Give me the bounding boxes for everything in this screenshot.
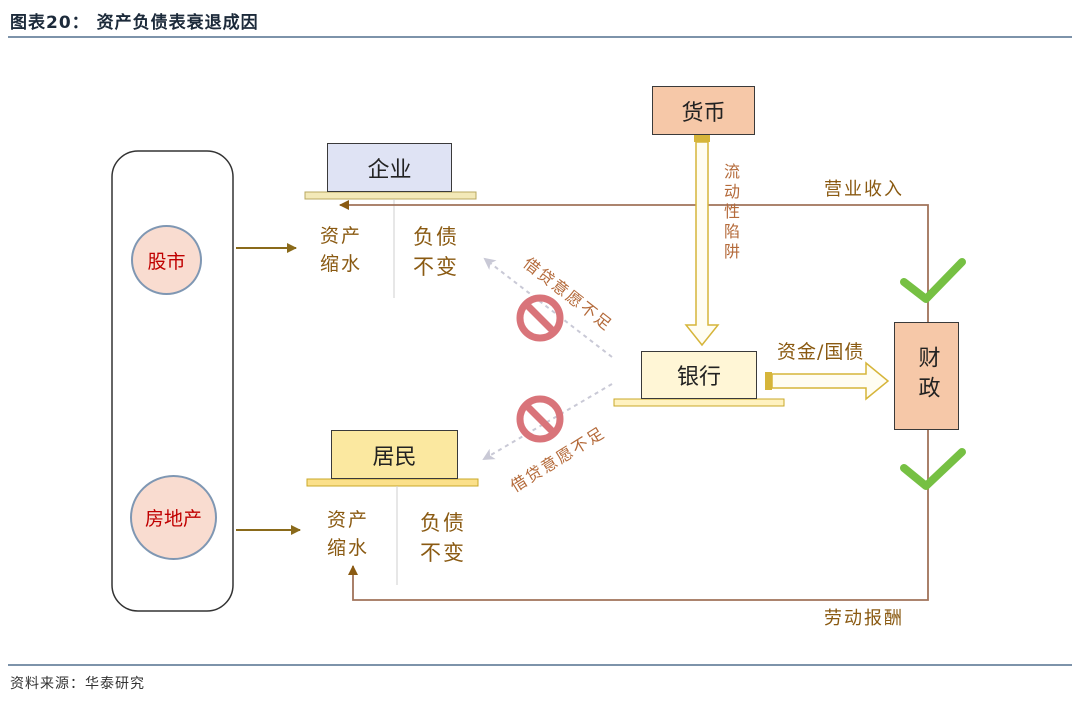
enterprise-assets-label: 资产 缩水 — [320, 225, 363, 275]
enterprise-node: 企业 — [327, 143, 452, 192]
real-estate-node: 房地产 — [130, 475, 217, 560]
enterprise-platform — [304, 191, 477, 200]
funds-bonds-label: 资金/国债 — [777, 341, 865, 363]
stock-market-node: 股市 — [131, 225, 202, 295]
top-divider — [8, 36, 1072, 38]
bank-platform — [613, 398, 785, 407]
fiscal-node: 财政 — [894, 322, 959, 430]
bank-to-enterprise-dotted-arrow — [483, 257, 613, 358]
household-node: 居民 — [331, 430, 458, 479]
bottom-divider — [8, 664, 1072, 666]
check-icon-top — [900, 258, 966, 303]
enterprise-liabilities-label: 负债 不变 — [413, 225, 459, 279]
currency-arrow-cap — [694, 135, 710, 142]
bank-to-fiscal-arrow — [771, 361, 890, 401]
figure-title: 图表20： 资产负债表衰退成因 — [10, 13, 259, 33]
prohibit-icon-bottom — [516, 395, 564, 443]
household-assets-label: 资产 缩水 — [327, 509, 370, 559]
household-liabilities-label: 负债 不变 — [420, 511, 466, 565]
market-container — [111, 150, 234, 612]
labor-compensation-label: 劳动报酬 — [824, 608, 904, 629]
source-note: 资料来源：华泰研究 — [10, 676, 145, 692]
check-icon-bottom — [900, 448, 966, 490]
bank-to-household-dotted-arrow — [482, 383, 613, 461]
currency-node: 货币 — [652, 86, 755, 135]
operating-income-label: 营业收入 — [824, 179, 904, 200]
household-platform — [306, 478, 479, 487]
liquidity-trap-label: 流动性陷阱 — [721, 163, 740, 263]
fiscal-label: 财政 — [914, 346, 940, 406]
currency-to-bank-arrow — [684, 141, 720, 347]
bank-node: 银行 — [641, 351, 757, 399]
operating-income-line — [339, 200, 929, 322]
labor-compensation-line — [348, 430, 929, 601]
prohibit-icon-top — [516, 294, 564, 342]
bank-fiscal-arrow-cap — [765, 372, 772, 390]
